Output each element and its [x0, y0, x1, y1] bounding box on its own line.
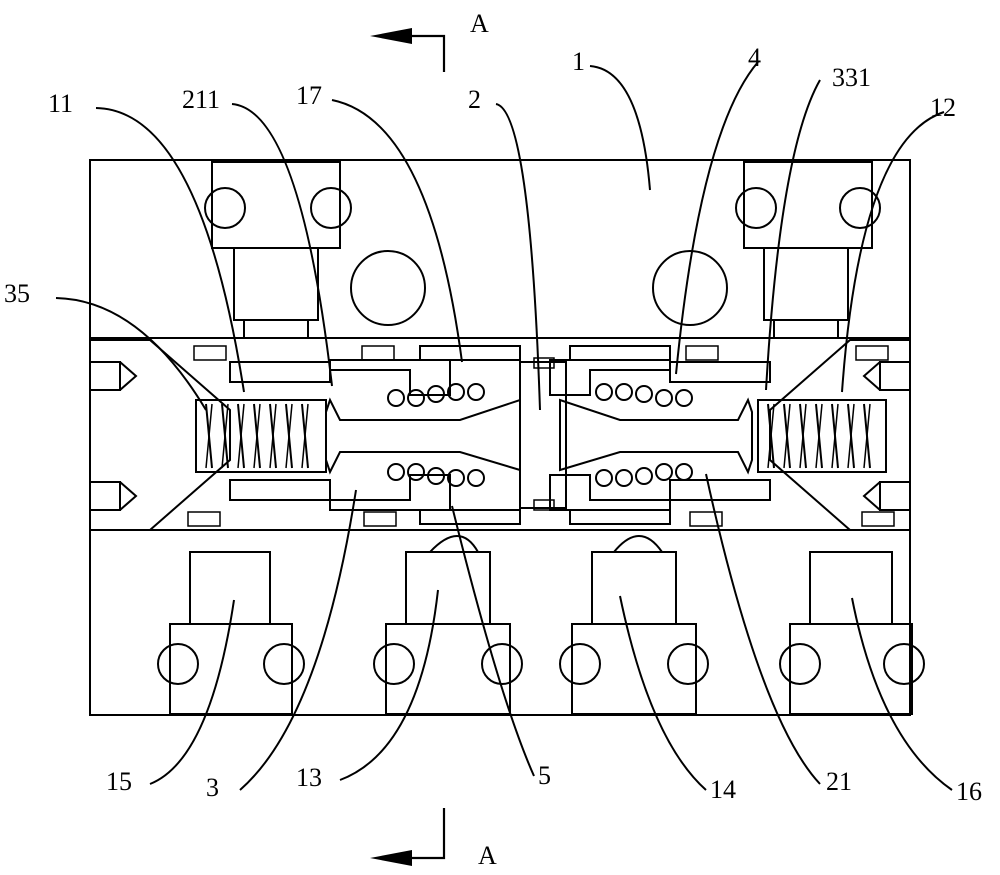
label-21: 21 — [826, 767, 852, 796]
label-15: 15 — [106, 767, 132, 796]
label-14: 14 — [710, 775, 736, 804]
sleeve-right — [549, 345, 771, 525]
top-port-right — [735, 161, 881, 339]
section-label-bottom: A — [478, 841, 497, 870]
spring-left — [195, 399, 327, 473]
label-16: 16 — [956, 777, 982, 806]
port-16 — [779, 551, 925, 715]
end-cap-right — [769, 339, 911, 531]
label-11: 11 — [48, 89, 73, 118]
label-331: 331 — [832, 63, 871, 92]
port-13 — [373, 535, 523, 715]
center-plate — [519, 361, 567, 509]
label-3: 3 — [206, 773, 219, 802]
label-12: 12 — [930, 93, 956, 122]
label-17: 17 — [296, 81, 322, 110]
stem-right — [559, 397, 753, 475]
section-mark-bottom: A — [370, 808, 497, 870]
label-35: 35 — [4, 279, 30, 308]
port-15 — [157, 551, 305, 715]
label-4: 4 — [748, 43, 761, 72]
label-211: 211 — [182, 85, 220, 114]
part-labels: 1 2 4 11 211 17 331 12 35 15 3 13 5 14 2… — [4, 43, 982, 806]
label-13: 13 — [296, 763, 322, 792]
label-5: 5 — [538, 761, 551, 790]
section-label-top: A — [470, 9, 489, 38]
seal-rings — [187, 345, 895, 527]
sleeve-left — [229, 345, 521, 525]
port-14 — [559, 535, 709, 715]
upper-passage-left — [350, 250, 426, 326]
top-port-left — [204, 161, 352, 339]
section-mark-top: A — [370, 9, 489, 72]
leader-lines — [55, 61, 953, 791]
label-2: 2 — [468, 85, 481, 114]
spring-right — [757, 399, 887, 473]
upper-passage-right — [652, 250, 728, 326]
label-1: 1 — [572, 47, 585, 76]
inner-springs — [387, 383, 693, 487]
